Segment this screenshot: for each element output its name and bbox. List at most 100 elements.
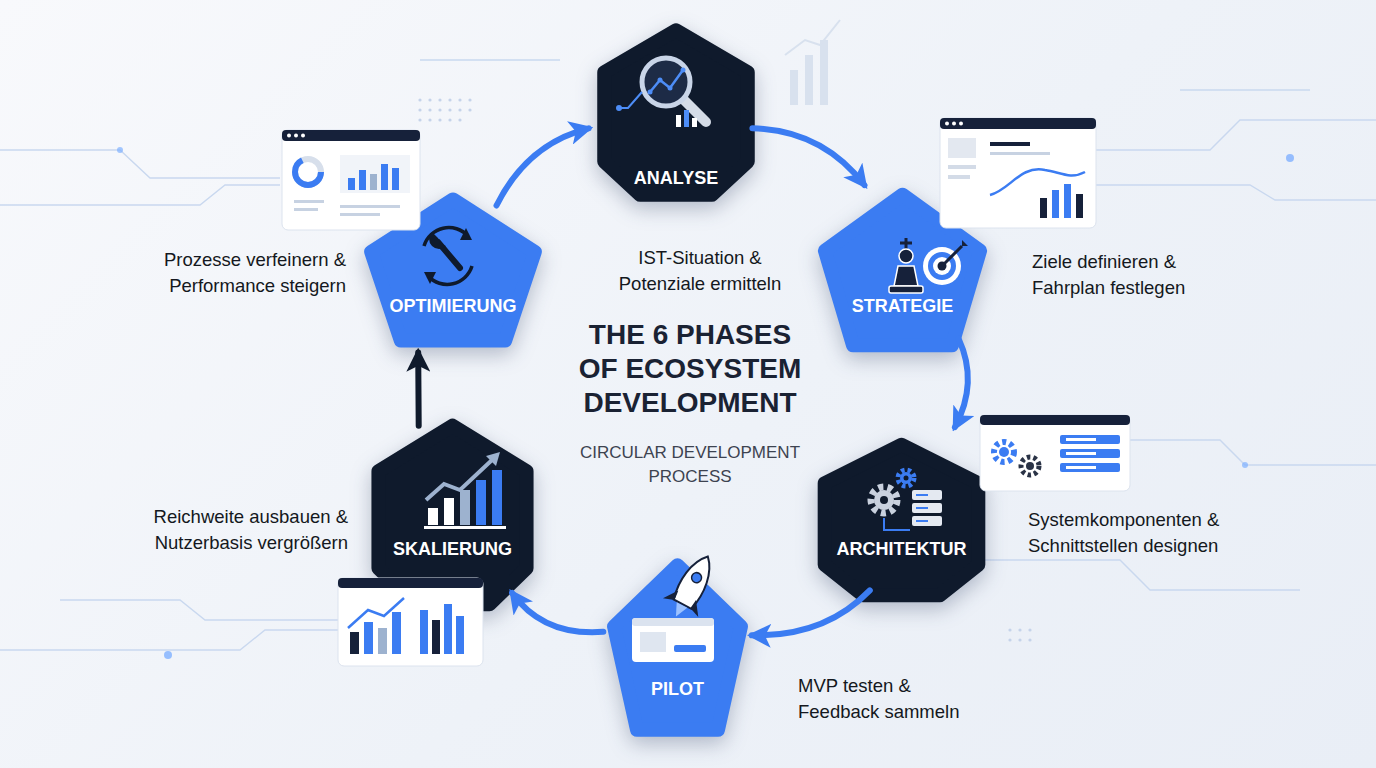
phase-outline	[825, 195, 980, 345]
dot-grid	[1018, 638, 1021, 641]
dot-grid	[1028, 638, 1031, 641]
magnifier-icon	[681, 68, 686, 73]
dot-grid	[428, 108, 431, 111]
dashboard-card	[980, 415, 1130, 425]
cycle-arrow	[512, 593, 603, 632]
dot-grid	[458, 118, 461, 121]
phase-node: ANALYSEIST-Situation & Potenziale ermitt…	[598, 25, 754, 200]
wrench-cycle-icon	[424, 228, 472, 285]
gear-server-icon	[916, 507, 928, 509]
dashboard-card	[456, 616, 464, 654]
gear-server-icon	[912, 503, 942, 513]
phase-name: STRATEGIE	[820, 295, 985, 317]
dot-grid	[1018, 628, 1021, 631]
chess-target-icon	[928, 252, 956, 280]
circuit-line	[420, 59, 560, 60]
circuit-line	[0, 630, 338, 650]
wrench-cycle-icon	[460, 228, 472, 240]
growth-chart-icon	[444, 498, 454, 525]
chess-target-icon	[938, 262, 947, 271]
dot-grid	[418, 118, 421, 121]
magnifier-icon	[642, 58, 690, 106]
dashboard-card	[338, 578, 483, 588]
dashboard-card	[348, 598, 404, 628]
dashboard-card	[1021, 457, 1039, 475]
circuit-line	[0, 150, 280, 178]
dot-grid	[418, 108, 421, 111]
dashboard-card	[359, 170, 366, 190]
gear-server-icon	[904, 476, 909, 481]
growth-chart-icon	[426, 460, 492, 500]
phase-node: SKALIERUNGReichweite ausbauen & Nutzerba…	[372, 420, 533, 610]
circuit-line	[0, 185, 280, 205]
rocket-icon	[672, 551, 719, 610]
gear-server-icon	[884, 518, 910, 530]
diagram-caption: CIRCULAR DEVELOPMENT PROCESS	[565, 441, 815, 489]
chess-target-icon	[889, 238, 968, 293]
gear-server-icon	[898, 470, 914, 486]
growth-chart-icon	[424, 452, 506, 529]
rocket-icon	[671, 602, 688, 619]
dashboard-card	[945, 122, 949, 126]
growth-chart-icon	[460, 490, 470, 525]
gear-server-icon	[871, 487, 897, 513]
rocket-icon	[632, 547, 725, 662]
faint-bar-chart	[805, 55, 813, 105]
chess-target-icon	[933, 257, 951, 275]
growth-chart-icon	[486, 452, 500, 466]
gear-server-icon	[871, 470, 942, 530]
glow-dot	[164, 651, 172, 659]
growth-chart-icon	[476, 480, 486, 525]
wrench-cycle-icon	[438, 242, 460, 268]
chess-target-icon	[962, 240, 968, 246]
faint-bar-chart	[785, 20, 840, 105]
dot-grid	[458, 108, 461, 111]
phase-shape	[820, 190, 985, 350]
dashboard-card	[990, 142, 1030, 146]
dashboard-card	[295, 159, 321, 185]
dashboard-card	[294, 134, 298, 138]
gear-server-icon	[916, 494, 928, 496]
circuit-line	[60, 600, 338, 620]
dashboard-card	[1064, 184, 1071, 218]
faint-bar-chart	[820, 40, 828, 105]
dashboard-card	[940, 118, 1096, 228]
rocket-icon	[658, 547, 725, 626]
dashboard-card	[282, 130, 420, 230]
magnifier-icon	[692, 118, 697, 127]
phase-name: ANALYSE	[598, 167, 754, 189]
growth-chart-icon	[424, 526, 506, 529]
chess-target-icon	[942, 246, 962, 266]
phase-name: ARCHITEKTUR	[818, 538, 985, 560]
dashboard-card	[980, 415, 1130, 491]
dashboard-card	[1052, 190, 1059, 218]
dashboard-card	[1066, 452, 1096, 455]
chess-target-icon	[900, 242, 912, 245]
dashboard-card	[294, 200, 324, 203]
dashboard-card	[940, 118, 1096, 129]
wrench-cycle-icon	[424, 228, 468, 246]
dashboard-card	[1066, 438, 1096, 441]
dashboard-card	[350, 632, 359, 654]
phase-shape	[372, 420, 533, 610]
dashboard-card	[959, 122, 963, 126]
circuit-line	[1095, 120, 1376, 150]
dot-grid	[438, 118, 441, 121]
cycle-arrow	[497, 128, 589, 205]
faint-bar-chart	[790, 70, 798, 105]
dashboard-card	[948, 138, 976, 158]
gear-server-icon	[916, 520, 928, 522]
chess-target-icon	[923, 247, 961, 285]
cycle-arrow	[415, 353, 422, 426]
phase-description: IST-Situation & Potenziale ermitteln	[610, 245, 790, 297]
glow-dot	[1242, 462, 1248, 468]
phase-outline	[378, 426, 526, 605]
phase-shape	[366, 195, 540, 345]
circuit-line	[1130, 440, 1376, 465]
dashboard-card	[420, 610, 428, 654]
dot-grid	[1028, 628, 1031, 631]
dot-grid	[418, 98, 421, 101]
magnifier-icon	[684, 110, 689, 127]
glow-dot	[117, 147, 123, 153]
